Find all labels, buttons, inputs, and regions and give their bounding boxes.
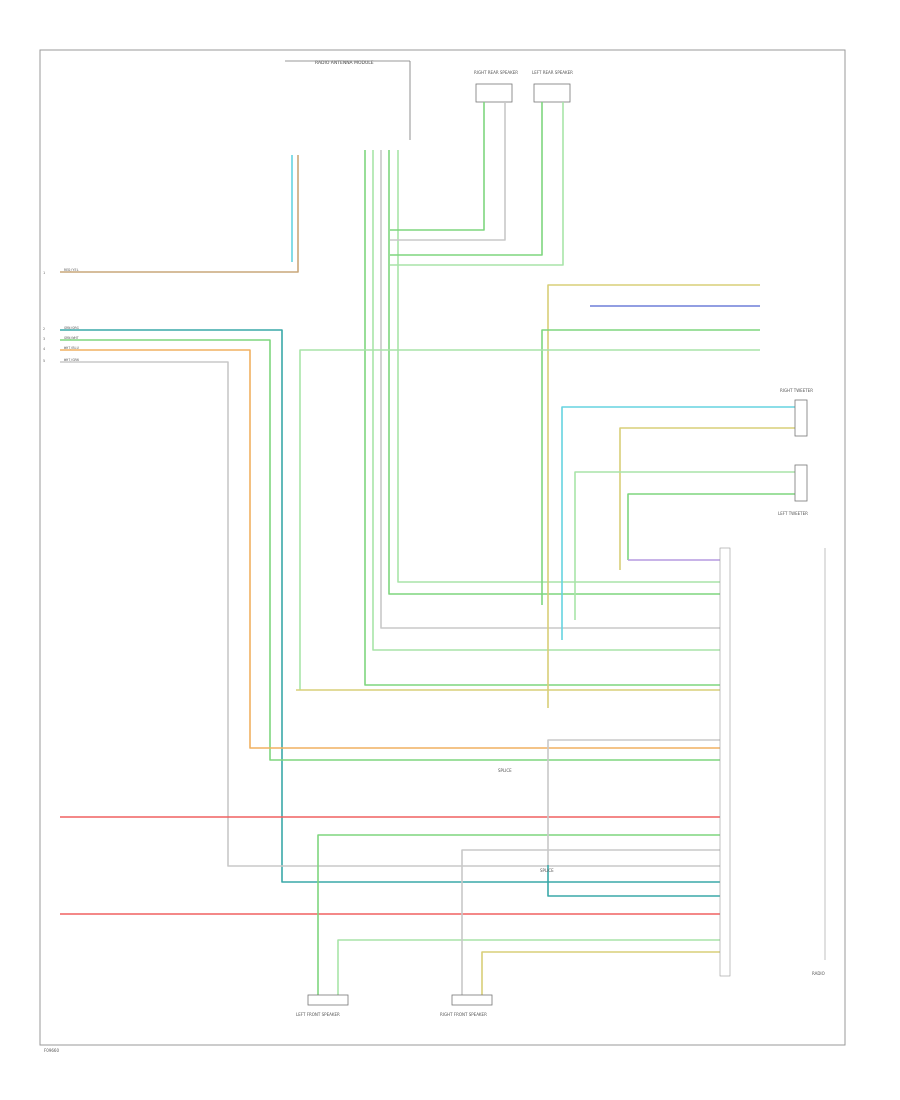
wire-lower-3 — [461, 849, 720, 995]
right-front-speaker: RIGHT FRONT SPEAKER — [440, 994, 493, 1017]
wire-yellow-sensor — [619, 427, 795, 570]
svg-text:4: 4 — [43, 347, 45, 351]
wire-lr-2 — [390, 102, 564, 266]
svg-text:WHT/BLU: WHT/BLU — [64, 346, 79, 350]
diagram-frame — [39, 49, 846, 1046]
svg-text:2: 2 — [43, 327, 45, 331]
svg-text:WHT/GRN: WHT/GRN — [64, 358, 79, 362]
wire-orange-left — [60, 349, 720, 749]
left-tweeter-connector — [794, 464, 808, 502]
wire-green-sensor-1 — [574, 471, 795, 620]
wire-orange-right — [547, 284, 760, 708]
wire-green-left-1 — [60, 329, 720, 883]
figure-id: F09660 — [44, 1048, 59, 1053]
splice-label-b: SPLICE — [498, 768, 512, 773]
svg-text:LEFT REAR SPEAKER: LEFT REAR SPEAKER — [532, 70, 573, 75]
wire-green-left-2 — [60, 339, 720, 761]
radio-label: RADIO — [812, 971, 825, 976]
wire-tan-top — [60, 155, 299, 273]
wire-green-sensor-2 — [627, 493, 795, 560]
left-rear-speaker: LEFT REAR SPEAKER — [532, 70, 573, 103]
svg-text:GRN/ORG: GRN/ORG — [64, 326, 79, 330]
svg-text:RED/YEL: RED/YEL — [64, 268, 79, 272]
wire-green-right-2 — [299, 349, 760, 690]
wire-lower-4 — [481, 951, 720, 995]
wire-rr-1 — [390, 102, 485, 231]
svg-text:1: 1 — [43, 271, 45, 275]
svg-text:GRN/WHT: GRN/WHT — [64, 336, 80, 340]
wire-lr-1 — [390, 102, 543, 256]
right-rear-speaker: RIGHT REAR SPEAKER — [474, 70, 518, 103]
wire-green-right-1 — [541, 329, 760, 605]
svg-text:RIGHT FRONT SPEAKER: RIGHT FRONT SPEAKER — [440, 1012, 487, 1017]
left-front-speaker: LEFT FRONT SPEAKER — [296, 994, 349, 1017]
splice-label-a: SPLICE — [540, 868, 554, 873]
top-connector-title: RADIO ANTENNA MODULE — [315, 60, 374, 66]
svg-text:5: 5 — [43, 359, 45, 363]
radio-connector: RADIO — [719, 547, 826, 977]
svg-text:LEFT FRONT SPEAKER: LEFT FRONT SPEAKER — [296, 1012, 340, 1017]
wire-rr-2 — [390, 102, 506, 241]
left-input-labels: 1 RED/YEL 2 GRN/ORG 3 GRN/WHT 4 WHT/BLU … — [43, 268, 80, 363]
wire-gray-left — [60, 361, 720, 867]
wire-top-3 — [380, 150, 720, 629]
left-tweeter-label: LEFT TWEETER — [778, 511, 808, 516]
wires — [60, 102, 795, 995]
wire-top-5 — [397, 150, 720, 583]
wire-lower-1 — [317, 834, 720, 995]
wire-top-1 — [364, 150, 720, 686]
wire-cyan-mid — [547, 865, 720, 897]
right-tweeter-connector — [794, 399, 808, 437]
wire-lower-2 — [337, 939, 720, 995]
wire-top-2 — [372, 150, 720, 651]
wire-top-4 — [388, 150, 720, 595]
wire-cyan-sensor — [561, 406, 795, 640]
wire-gray-mid — [547, 739, 720, 865]
right-tweeter-label: RIGHT TWEETER — [780, 388, 813, 393]
svg-text:3: 3 — [43, 337, 45, 341]
svg-text:RIGHT REAR SPEAKER: RIGHT REAR SPEAKER — [474, 70, 518, 75]
